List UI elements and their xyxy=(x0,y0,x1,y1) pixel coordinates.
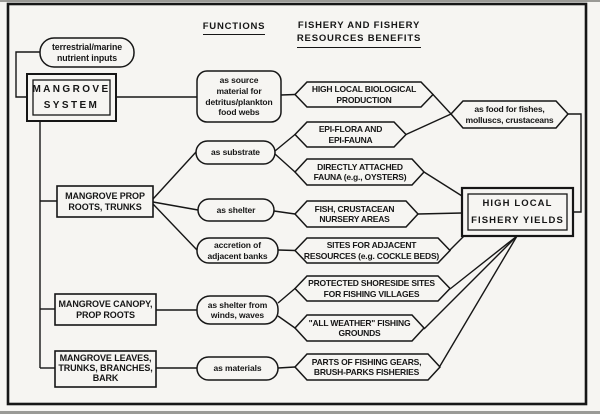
edge-shelter-winds-to-shoreside xyxy=(277,287,296,304)
edge-shoreside-to-yields xyxy=(449,235,518,290)
fishery-yields-box-inner xyxy=(467,193,568,231)
accretion-label: accretion of adjacent banks xyxy=(207,240,268,261)
edge-prop-roots-to-accretion xyxy=(152,203,198,251)
substrate-label: as substrate xyxy=(211,147,260,158)
edge-nutrients-to-system xyxy=(15,51,40,98)
all-weather-hexagon xyxy=(293,314,426,342)
mangrove-system-label: MANGROVE SYSTEM xyxy=(32,83,111,111)
attached-fauna-label: DIRECTLY ATTACHED FAUNA (e.g., OYSTERS) xyxy=(313,161,407,182)
edge-materials-to-gears xyxy=(277,366,296,369)
edge-shelter-to-nursery xyxy=(273,210,296,215)
bio-production-label: HIGH LOCAL BIOLOGICAL PRODUCTION xyxy=(311,84,417,105)
nutrient-inputs-label: terrestrial/marine nutrient inputs xyxy=(51,42,123,63)
edge-all-weather-to-yields xyxy=(423,235,518,330)
edge-prop-roots-to-shelter xyxy=(152,201,199,211)
edge-gears-to-yields xyxy=(439,235,518,367)
functions-header-text: FUNCTIONS xyxy=(202,21,266,36)
food-for-fishes-label: as food for fishes, molluscs, crustacean… xyxy=(465,104,554,125)
benefits-header-line1: FISHERY AND FISHERY xyxy=(297,20,421,32)
edge-shelter-winds-to-all-weather xyxy=(277,315,296,329)
epi-flora-fauna-label: EPI-FLORA AND EPI-FAUNA xyxy=(318,124,383,145)
mangrove-system-box-inner xyxy=(32,79,111,116)
adjacent-resources-label: SITES FOR ADJACENT RESOURCES (e.g. COCKL… xyxy=(303,240,440,261)
edge-accretion-to-adjacent-resources xyxy=(277,249,296,252)
benefits-header-line2: RESOURCES BENEFITS xyxy=(296,33,422,48)
materials-label: as materials xyxy=(213,363,262,374)
edge-prop-roots-to-substrate xyxy=(152,151,197,200)
diagram-frame xyxy=(6,2,588,406)
adjacent-resources-hexagon xyxy=(293,237,452,264)
canopy-label: MANGROVE CANOPY, PROP ROOTS xyxy=(58,298,153,320)
prop-roots-label: MANGROVE PROP ROOTS, TRUNKS xyxy=(65,190,145,212)
edge-bio-production-to-food xyxy=(432,94,452,115)
shelter-label: as shelter xyxy=(216,204,256,215)
leaves-label: MANGROVE LEAVES, TRUNKS, BRANCHES, BARK xyxy=(58,353,153,383)
fishing-gears-label: PARTS OF FISHING GEARS, BRUSH-PARKS FISH… xyxy=(311,356,422,377)
benefits-column-header: FISHERY AND FISHERY RESOURCES BENEFITS xyxy=(296,20,422,48)
scan-edge-bottom xyxy=(0,411,600,414)
edge-source-material-to-bio-production xyxy=(280,93,296,96)
edge-attached-fauna-to-yields xyxy=(423,171,463,197)
nursery-areas-label: FISH, CRUSTACEAN NURSERY AREAS xyxy=(314,203,395,224)
edge-substrate-to-epi xyxy=(274,133,296,152)
shelter-winds-label: as shelter from winds, waves xyxy=(207,299,268,320)
leaves-box xyxy=(54,350,157,388)
source-material-label: as source material for detritus/plankton… xyxy=(205,75,273,118)
fishery-yields-label: HIGH LOCAL FISHERY YIELDS xyxy=(471,197,564,226)
edge-substrate-to-attached-fauna xyxy=(274,153,296,173)
scan-edge-top xyxy=(0,0,600,2)
shoreside-sites-label: PROTECTED SHORESIDE SITES FOR FISHING VI… xyxy=(308,278,435,299)
functions-column-header: FUNCTIONS xyxy=(194,20,274,36)
edge-epi-to-food xyxy=(405,113,452,136)
fishing-gears-hexagon xyxy=(293,353,442,381)
edge-adjacent-resources-to-yields xyxy=(449,235,465,251)
all-weather-label: "ALL WEATHER" FISHING GROUNDS xyxy=(308,317,411,338)
connector-lines xyxy=(15,51,582,369)
edge-food-to-yields xyxy=(568,113,582,213)
edge-nursery-to-yields xyxy=(417,212,463,215)
